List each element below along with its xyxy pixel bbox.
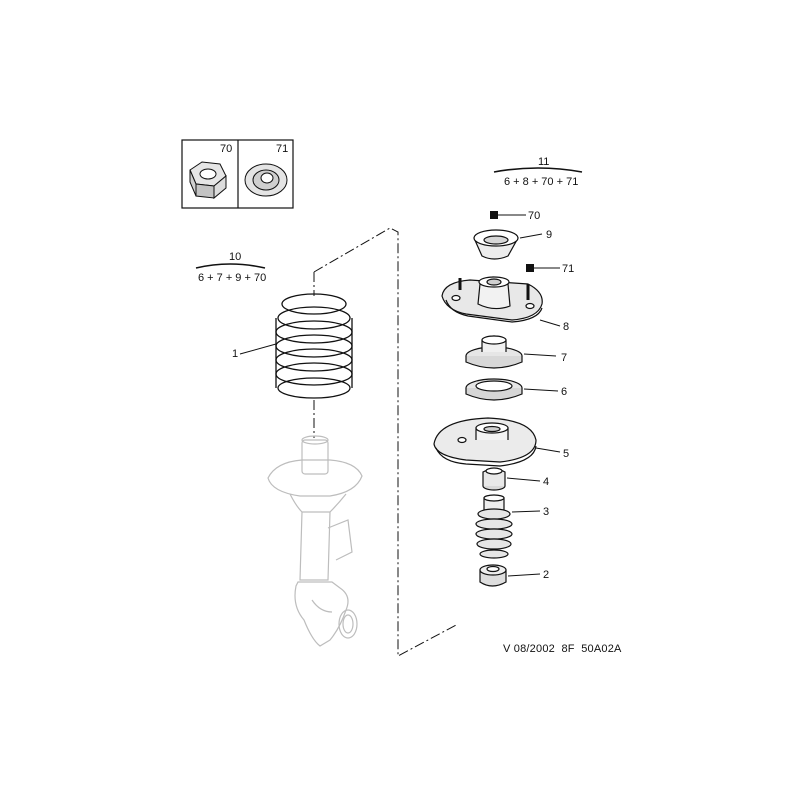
kit-right-label: 11 6 + 8 + 70 + 71 — [493, 156, 583, 188]
cup-washer — [465, 335, 557, 369]
spring-pad — [465, 378, 559, 401]
lower-bushing — [479, 564, 541, 587]
callout-spring-pad: 6 — [561, 386, 567, 398]
callout-top-cup: 9 — [546, 229, 552, 241]
strut-mount — [441, 276, 561, 327]
callout-washer: 71 — [562, 263, 574, 275]
alignment-lines — [313, 227, 459, 657]
top-cup — [473, 229, 543, 260]
marker-71: 71 — [526, 263, 574, 275]
kit-right-ref: 11 — [538, 156, 549, 168]
ghost-strut-assembly — [267, 435, 363, 647]
washer-ref-label: 71 — [276, 143, 288, 155]
nut-ref-label: 70 — [220, 143, 232, 155]
kit-left-ref: 10 — [229, 251, 241, 263]
callout-upper-bushing: 4 — [543, 476, 549, 488]
hex-nut-icon — [189, 161, 227, 200]
callout-bump-stop: 3 — [543, 506, 549, 518]
callout-spring: 1 — [232, 348, 238, 360]
callout-strut-mount: 8 — [563, 321, 569, 333]
fastener-inset-box: 70 71 — [181, 139, 294, 209]
callout-lower-bushing: 2 — [543, 569, 549, 581]
upper-bushing — [482, 467, 541, 491]
callout-cup-washer: 7 — [561, 352, 567, 364]
bump-stop — [475, 494, 541, 559]
kit-left-label: 10 6 + 7 + 9 + 70 — [195, 251, 266, 284]
drawing-code: V 08/2002 8F 50A02A — [503, 643, 622, 655]
callout-nut: 70 — [528, 210, 540, 222]
kit-left-formula: 6 + 7 + 9 + 70 — [198, 272, 266, 284]
spring-seat — [433, 417, 561, 467]
callout-spring-seat: 5 — [563, 448, 569, 460]
coil-spring — [239, 293, 353, 399]
kit-right-formula: 6 + 8 + 70 + 71 — [504, 176, 578, 188]
marker-70: 70 — [490, 210, 540, 222]
flat-washer-icon — [244, 163, 288, 197]
